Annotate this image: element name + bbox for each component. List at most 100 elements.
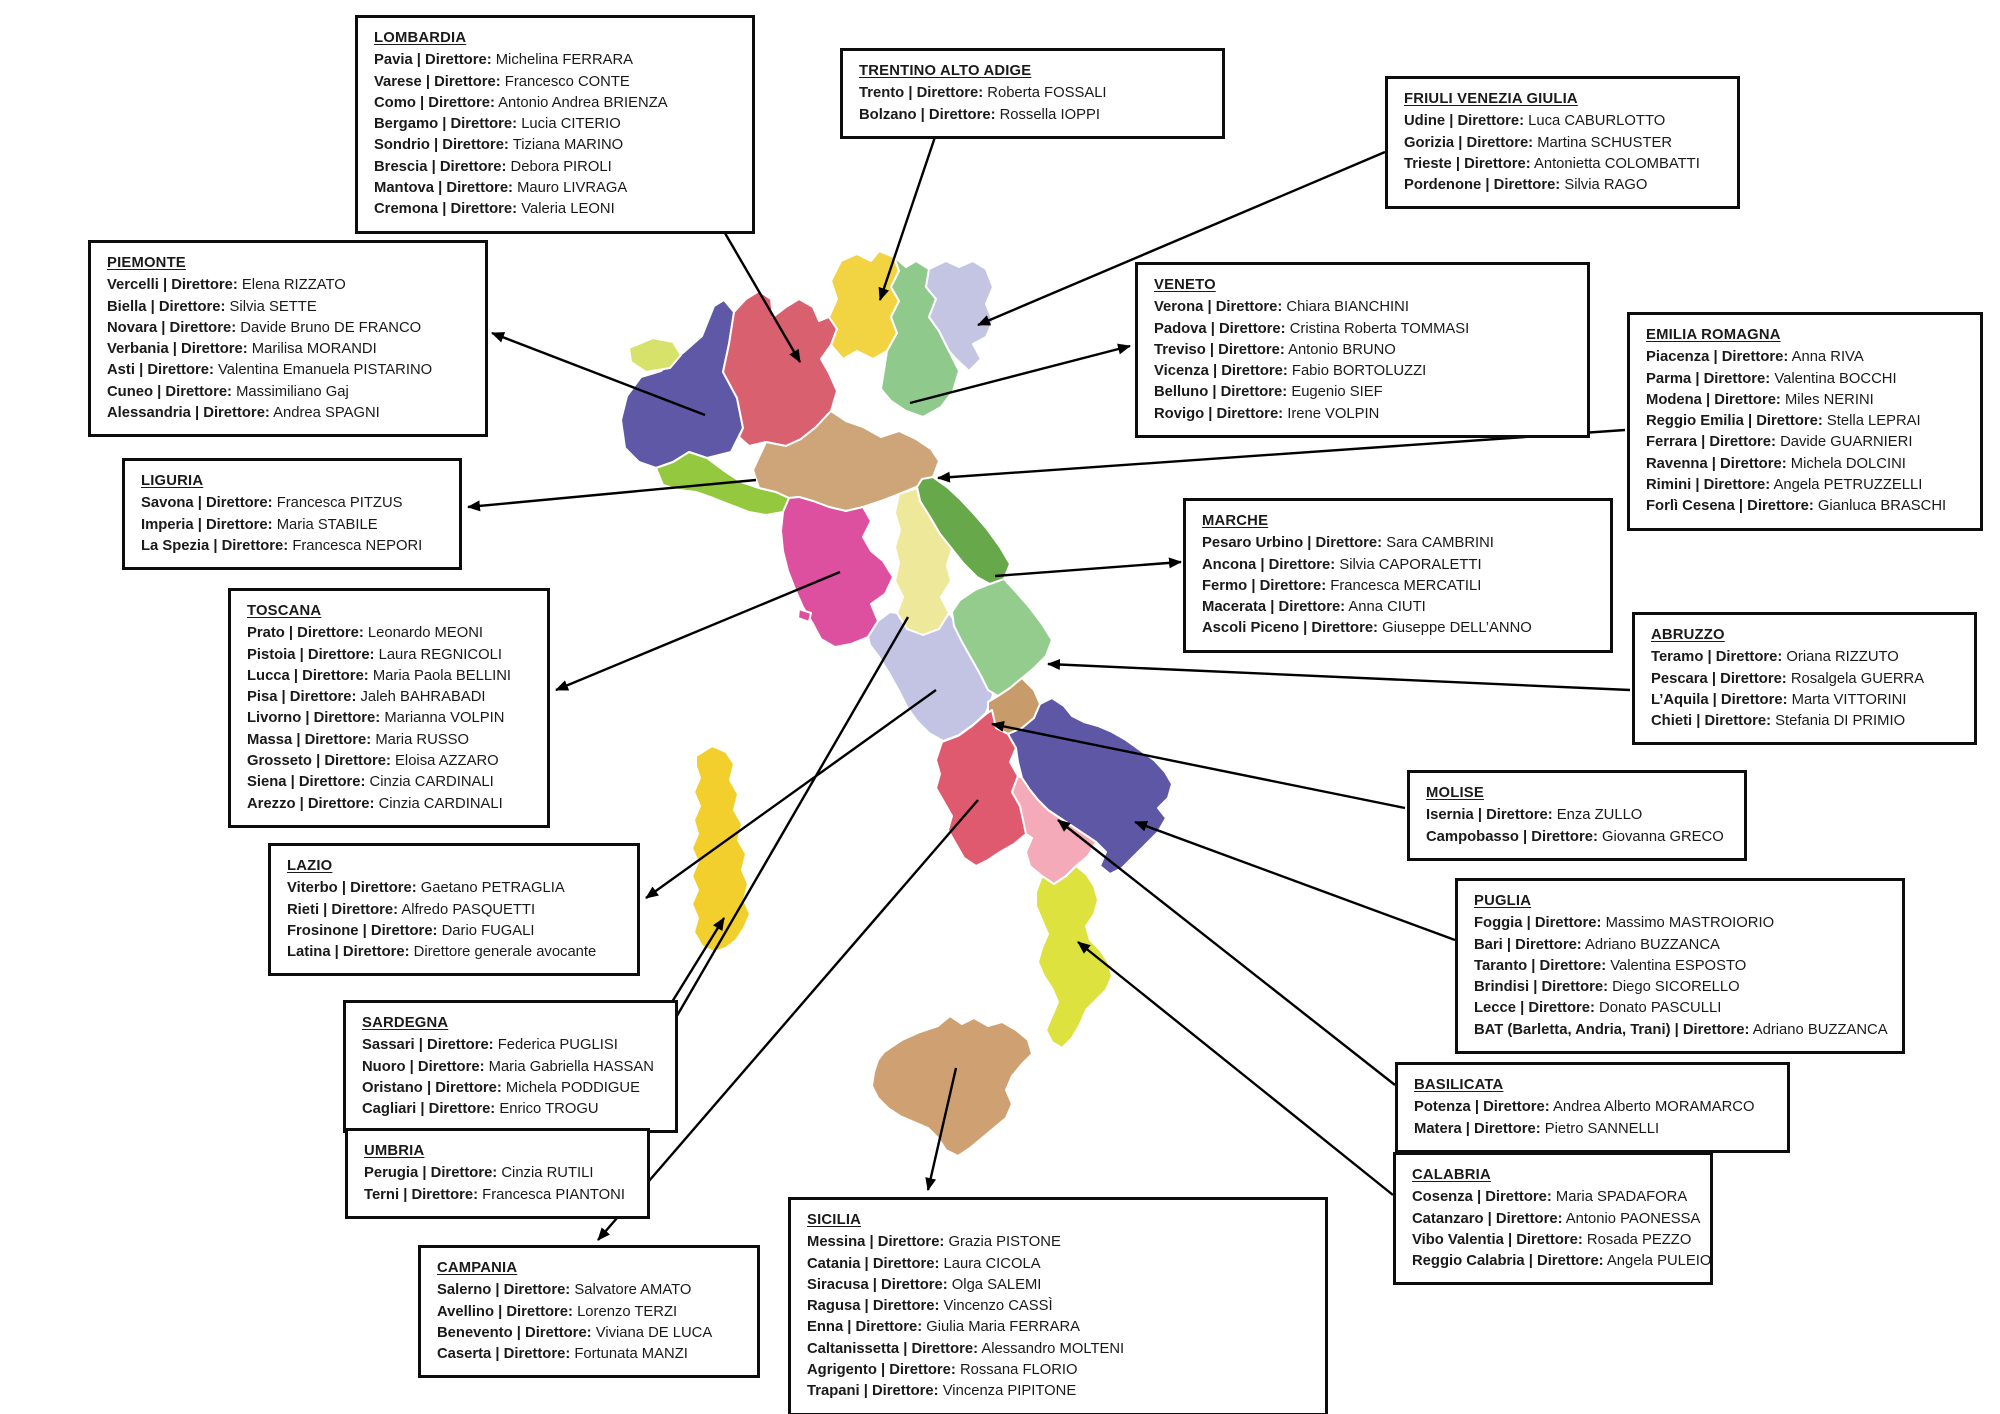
directory-entry: Verona | Direttore: Chiara BIANCHINI xyxy=(1154,299,1409,316)
region-title: VENETO xyxy=(1154,277,1216,293)
directory-entry: Forlì Cesena | Direttore: Gianluca BRASC… xyxy=(1646,498,1947,515)
region-title: CAMPANIA xyxy=(437,1260,518,1276)
directory-entry: Imperia | Direttore: Maria STABILE xyxy=(141,516,378,533)
directory-entry: Foggia | Direttore: Massimo MASTROIORIO xyxy=(1474,915,1775,932)
region-title: CALABRIA xyxy=(1412,1167,1491,1183)
directory-entry: Catanzaro | Direttore: Antonio PAONESSA xyxy=(1412,1210,1701,1227)
directory-entry: Pesaro Urbino | Direttore: Sara CAMBRINI xyxy=(1202,535,1494,552)
directory-entry: Pavia | Direttore: Michelina FERRARA xyxy=(374,52,634,69)
directory-entry: Frosinone | Direttore: Dario FUGALI xyxy=(287,922,535,939)
connector-sicilia xyxy=(925,1067,958,1191)
directory-entry: Caltanissetta | Direttore: Alessandro MO… xyxy=(807,1340,1125,1357)
directory-entry: Padova | Direttore: Cristina Roberta TOM… xyxy=(1154,320,1470,337)
region-title: LAZIO xyxy=(287,858,333,874)
directory-entry: Trapani | Direttore: Vincenza PIPITONE xyxy=(807,1383,1077,1400)
directory-entry: Lucca | Direttore: Maria Paola BELLINI xyxy=(247,667,512,684)
directory-entry: Ravenna | Direttore: Michela DOLCINI xyxy=(1646,455,1906,472)
region-box-veneto: VENETO Verona | Direttore: Chiara BIANCHI… xyxy=(1135,262,1590,439)
map-region-abruzzo xyxy=(951,578,1053,697)
map-region-sardegna xyxy=(691,745,751,953)
directory-entry: Treviso | Direttore: Antonio BRUNO xyxy=(1154,341,1396,358)
region-entries: Teramo | Direttore: Oriana RIZZUTO Pescar… xyxy=(1651,647,1960,732)
map-region-valle-daosta xyxy=(628,337,682,373)
directory-entry: Livorno | Direttore: Marianna VOLPIN xyxy=(247,710,505,727)
directory-entry: Pescara | Direttore: Rosalgela GUERRA xyxy=(1651,670,1925,687)
directory-entry: Teramo | Direttore: Oriana RIZZUTO xyxy=(1651,649,1899,666)
connector-molise xyxy=(991,721,1406,810)
connector-marche xyxy=(994,557,1182,578)
directory-entry: Chieti | Direttore: Stefania DI PRIMIO xyxy=(1651,713,1906,730)
map-region-trentino xyxy=(828,250,900,360)
region-title: TRENTINO ALTO ADIGE xyxy=(859,63,1032,79)
connector-veneto xyxy=(909,343,1131,405)
directory-entry: Modena | Direttore: Miles NERINI xyxy=(1646,391,1874,408)
directory-entry: Novara | Direttore: Davide Bruno DE FRAN… xyxy=(107,319,422,336)
directory-entry: Ragusa | Direttore: Vincenzo CASSÌ xyxy=(807,1298,1053,1315)
region-entries: Trento | Direttore: Roberta FOSSALI Bolza… xyxy=(859,83,1208,126)
directory-entry: Avellino | Direttore: Lorenzo TERZI xyxy=(437,1303,678,1320)
directory-entry: Terni | Direttore: Francesca PIANTONI xyxy=(364,1186,625,1203)
directory-entry: Asti | Direttore: Valentina Emanuela PIS… xyxy=(107,362,433,379)
directory-entry: Brescia | Direttore: Debora PIROLI xyxy=(374,158,612,175)
connector-liguria xyxy=(467,478,757,512)
directory-entry: Ascoli Piceno | Direttore: Giuseppe DELL… xyxy=(1202,620,1532,637)
directory-entry: Siena | Direttore: Cinzia CARDINALI xyxy=(247,774,494,791)
region-box-campania: CAMPANIA Salerno | Direttore: Salvatore A… xyxy=(418,1245,760,1379)
directory-entry: Ferrara | Direttore: Davide GUARNIERI xyxy=(1646,434,1913,451)
map-regions xyxy=(620,250,1173,1157)
region-title: UMBRIA xyxy=(364,1143,425,1159)
directory-entry: Bari | Direttore: Adriano BUZZANCA xyxy=(1474,936,1720,953)
connector-sardegna xyxy=(670,917,726,1003)
connector-basilicata xyxy=(1057,819,1396,1086)
region-title: MOLISE xyxy=(1426,785,1484,801)
directory-entry: Mantova | Direttore: Mauro LIVRAGA xyxy=(374,180,628,197)
directory-entry: Cagliari | Direttore: Enrico TROGU xyxy=(362,1101,599,1118)
directory-entry: Trento | Direttore: Roberta FOSSALI xyxy=(859,85,1107,102)
region-box-abruzzo: ABRUZZO Teramo | Direttore: Oriana RIZZUT… xyxy=(1632,612,1977,746)
directory-entry: Sondrio | Direttore: Tiziana MARINO xyxy=(374,137,624,154)
directory-entry: Cosenza | Direttore: Maria SPADAFORA xyxy=(1412,1189,1688,1206)
directory-entry: Siracusa | Direttore: Olga SALEMI xyxy=(807,1276,1042,1293)
directory-entry: Brindisi | Direttore: Diego SICORELLO xyxy=(1474,979,1740,996)
directory-entry: Lecce | Direttore: Donato PASCULLI xyxy=(1474,1000,1722,1017)
directory-entry: Messina | Direttore: Grazia PISTONE xyxy=(807,1234,1061,1251)
directory-entry: Sassari | Direttore: Federica PUGLISI xyxy=(362,1037,618,1054)
directory-entry: Alessandria | Direttore: Andrea SPAGNI xyxy=(107,405,380,422)
region-title: TOSCANA xyxy=(247,603,322,619)
directory-entry: Arezzo | Direttore: Cinzia CARDINALI xyxy=(247,795,503,812)
directory-entry: Campobasso | Direttore: Giovanna GRECO xyxy=(1426,828,1724,845)
map-region-friuli xyxy=(925,260,994,372)
directory-entry: Fermo | Direttore: Francesca MERCATILI xyxy=(1202,577,1482,594)
region-entries: Potenza | Direttore: Andrea Alberto MORA… xyxy=(1414,1097,1773,1140)
directory-entry: Matera | Direttore: Pietro SANNELLI xyxy=(1414,1120,1660,1137)
directory-entry: Salerno | Direttore: Salvatore AMATO xyxy=(437,1282,692,1299)
directory-entry: Perugia | Direttore: Cinzia RUTILI xyxy=(364,1165,594,1182)
directory-entry: La Spezia | Direttore: Francesca NEPORI xyxy=(141,537,423,554)
connector-calabria xyxy=(1077,941,1394,1196)
map-region-lazio xyxy=(867,611,994,742)
region-title: ABRUZZO xyxy=(1651,627,1725,643)
directory-entry: Rimini | Direttore: Angela PETRUZZELLI xyxy=(1646,477,1923,494)
directory-entry: Bolzano | Direttore: Rossella IOPPI xyxy=(859,106,1100,123)
directory-entry: Biella | Direttore: Silvia SETTE xyxy=(107,298,317,315)
connector-lombardia xyxy=(720,227,802,363)
directory-entry: Como | Direttore: Antonio Andrea BRIENZA xyxy=(374,94,668,111)
map-region-calabria xyxy=(1035,865,1113,1049)
region-box-umbria: UMBRIA Perugia | Direttore: Cinzia RUTILI… xyxy=(345,1128,650,1219)
map-region-lombardia xyxy=(722,290,838,447)
connector-campania xyxy=(597,799,979,1241)
directory-entry: Cuneo | Direttore: Massimiliano Gaj xyxy=(107,383,349,400)
connector-abruzzo xyxy=(1047,659,1631,692)
directory-entry: Oristano | Direttore: Michela PODDIGUE xyxy=(362,1079,640,1096)
